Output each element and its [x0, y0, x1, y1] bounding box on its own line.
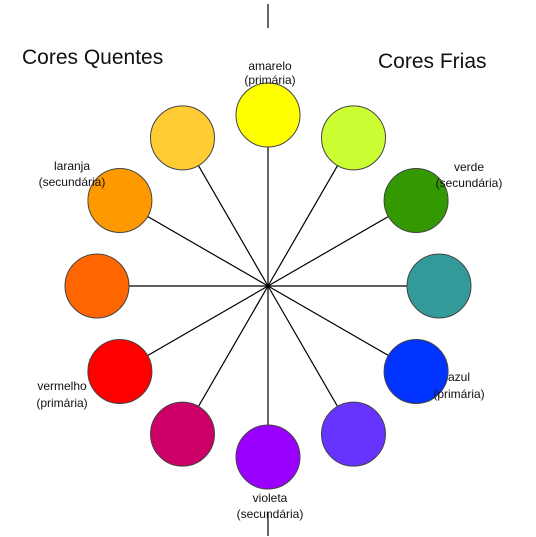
- label-verde-line2: (secundária): [436, 176, 503, 190]
- cool-colors-heading: Cores Frias: [378, 50, 487, 73]
- label-vermelho-line2: (primária): [36, 396, 87, 410]
- label-azul-line2: (primária): [433, 387, 484, 401]
- label-azul: azul (primária): [433, 370, 484, 401]
- label-laranja-line1: laranja: [54, 159, 90, 173]
- label-amarelo-line2: (primária): [244, 73, 295, 87]
- label-violeta: violeta (secundária): [237, 491, 304, 521]
- swatches-group: [64, 82, 472, 490]
- label-violeta-line2: (secundária): [237, 507, 304, 521]
- vermelho-circle: [87, 339, 153, 404]
- warm-colors-heading: Cores Quentes: [22, 46, 163, 69]
- label-verde-line1: verde: [454, 160, 484, 174]
- label-amarelo: amarelo (primária): [244, 59, 295, 87]
- label-azul-line1: azul: [448, 370, 470, 384]
- violeta-circle: [235, 424, 301, 490]
- amarelo-circle: [235, 82, 301, 148]
- label-laranja-line2: (secundária): [39, 175, 106, 189]
- azul-esverdeado-circle: [406, 253, 472, 319]
- amarelo-alaranjado-circle: [150, 105, 215, 171]
- azul-circle: [383, 339, 449, 404]
- label-violeta-line1: violeta: [253, 491, 288, 505]
- label-vermelho: vermelho (primária): [36, 379, 87, 410]
- laranja-circle: [87, 168, 153, 233]
- amarelo-esverdeado-circle: [321, 105, 386, 171]
- label-verde: verde (secundária): [436, 160, 503, 190]
- verde-circle: [383, 168, 449, 233]
- vermelho-alaranjado-circle: [64, 253, 130, 319]
- label-amarelo-line1: amarelo: [248, 59, 292, 73]
- spokes-group: [97, 115, 439, 457]
- label-laranja: laranja (secundária): [39, 159, 106, 189]
- azul-violeta-circle: [321, 401, 386, 467]
- vermelho-violeta-circle: [150, 401, 215, 467]
- label-vermelho-line1: vermelho: [37, 379, 87, 393]
